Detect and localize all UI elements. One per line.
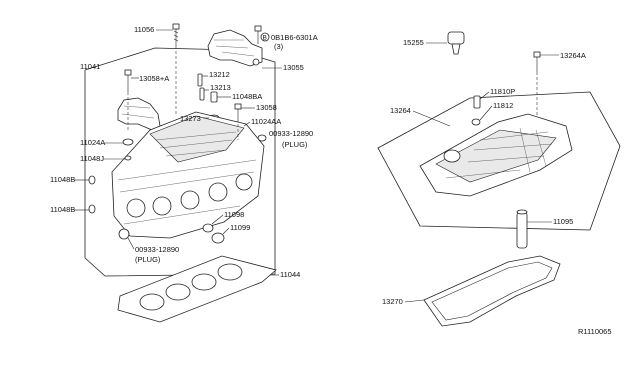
diagram-id: R1110065 [578,327,612,336]
label-13270: 13270 [382,297,403,306]
head-gasket-11044 [117,255,277,323]
label-13264a: 13264A [560,51,586,60]
pcv-valve-11810p [473,95,481,109]
pin-11048-left-a [88,175,96,185]
oil-cap-15255 [447,31,465,55]
label-081b6: 0B1B6-6301A [271,33,318,42]
washer-11024a [122,138,134,146]
label-13273: 13273 [180,114,201,123]
pin-13212 [197,73,203,87]
label-13058: 13058 [256,103,277,112]
label-11056: 11056 [134,25,154,34]
label-15255: 15255 [403,38,424,47]
bolt-13264a [533,51,541,72]
label-00933-bot: 00933-12890 [135,245,179,254]
pin-11048-left-b [88,204,96,214]
label-11095: 11095 [553,217,573,226]
bolt-11056 [172,23,180,46]
label-11044: 11044 [280,270,300,279]
label-11048-c: 11048B [50,205,75,214]
label-00933-top: 00933-12890 [269,129,313,138]
bracket-13055 [207,29,263,67]
seal-11095 [516,209,528,249]
label-13058a: 13058+A [139,74,169,83]
label-11041: 11041 [80,62,100,71]
right-group-frame [377,91,621,231]
label-11048ba: 11048BA [232,92,262,101]
label-11048-a: 11048J [80,154,104,163]
left-group-frame [84,47,276,277]
callout-b-symbol: B [263,35,267,42]
label-plug-top: (PLUG) [282,140,308,149]
label-11810p: 11810P [490,87,515,96]
label-13213: 13213 [210,83,231,92]
label-11099: 11099 [230,223,250,232]
label-081b6-qty: (3) [274,42,284,51]
label-plug-bot: (PLUG) [135,255,161,264]
plug-top [257,134,267,142]
label-11024a: 11024A [80,138,105,147]
bolt-13058 [234,103,242,124]
gasket-13270 [423,255,561,327]
rear-bracket [117,97,161,131]
grommet-11812 [471,118,481,126]
label-11024aa: 11024AA [251,117,281,126]
label-13212: 13212 [209,70,230,79]
part-11048-upper [124,155,132,161]
label-13264: 13264 [390,106,411,115]
pin-13213 [199,87,205,101]
bolt-13058a [124,69,132,92]
label-11048-b: 11048B [50,175,75,184]
plug-bottom [118,228,130,240]
valve-cover-13264 [419,113,573,197]
part-11048ba [210,91,218,103]
label-11812: 11812 [493,101,513,110]
seal-11099 [211,232,225,244]
seal-11098 [202,223,214,233]
label-13055: 13055 [283,63,304,72]
label-11098: 11098 [224,210,244,219]
bolt-081b6 [254,25,262,44]
callout-b-circle [260,32,270,42]
cylinder-head-11041 [111,111,265,239]
